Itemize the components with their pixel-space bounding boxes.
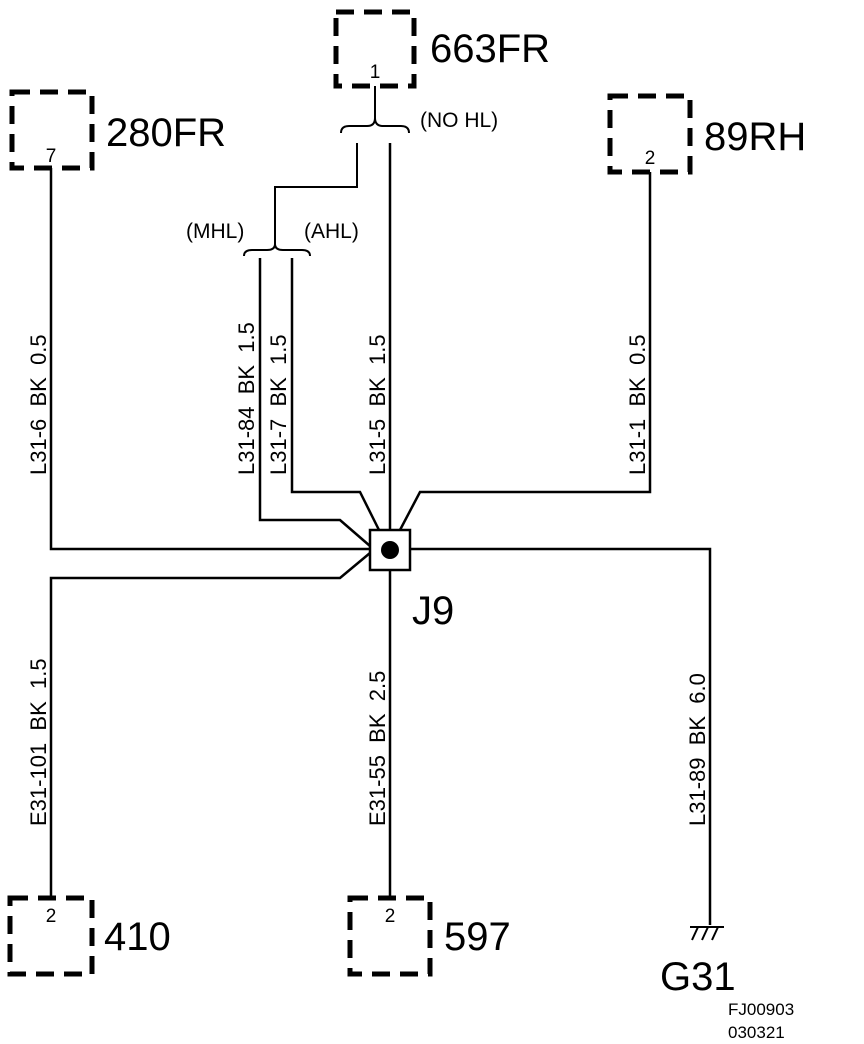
component-663fr[interactable]: 1 663FR — [333, 9, 550, 89]
ground-g31[interactable]: G31 — [660, 926, 736, 999]
component-280fr-label: 280FR — [106, 111, 226, 155]
brace-no-hl — [340, 117, 410, 134]
component-280fr-pin: 7 — [46, 146, 57, 167]
wire-label-l31-89: L31-89 BK 6.0 — [685, 673, 710, 826]
option-mhl-label: (MHL) — [186, 220, 244, 243]
component-597-label: 597 — [444, 915, 511, 959]
component-410[interactable]: 2 410 — [7, 895, 171, 977]
option-ahl-label: (AHL) — [304, 220, 359, 243]
component-663fr-label: 663FR — [430, 27, 550, 71]
component-410-label: 410 — [104, 915, 171, 959]
wire-label-l31-7: L31-7 BK 1.5 — [266, 334, 291, 475]
wire-mhl-ahl-feed — [274, 143, 358, 244]
junction-j9-label: J9 — [412, 589, 454, 633]
ground-symbol-tick-2 — [701, 926, 709, 941]
component-89rh-pin: 2 — [645, 148, 656, 169]
component-280fr[interactable]: 7 280FR — [9, 89, 226, 171]
wire-e31-101 — [49, 552, 371, 898]
option-no-hl-label: (NO HL) — [420, 109, 498, 132]
component-410-pin: 2 — [46, 906, 57, 927]
junction-j9-dot — [381, 541, 399, 559]
component-597[interactable]: 2 597 — [347, 895, 511, 977]
wire-l31-1 — [398, 172, 652, 531]
component-663fr-box — [333, 9, 417, 89]
wire-label-l31-1: L31-1 BK 0.5 — [625, 334, 650, 475]
wire-l31-7 — [290, 258, 382, 533]
component-663fr-pin: 1 — [370, 62, 381, 83]
wire-label-l31-6: L31-6 BK 0.5 — [26, 334, 51, 475]
wire-label-e31-55: E31-55 BK 2.5 — [365, 671, 390, 826]
wire-l31-89 — [410, 547, 712, 925]
ground-g31-label: G31 — [660, 955, 736, 999]
junction-j9[interactable]: J9 — [368, 528, 454, 633]
wire-label-e31-101: E31-101 BK 1.5 — [26, 658, 51, 826]
wire-l31-6 — [49, 168, 370, 551]
figure-code: FJ00903 — [728, 1000, 794, 1019]
brace-mhl-ahl — [243, 243, 311, 257]
component-89rh[interactable]: 2 89RH — [607, 93, 806, 175]
ground-symbol-tick-1 — [691, 926, 699, 941]
component-597-pin: 2 — [385, 906, 396, 927]
wire-l31-84 — [258, 258, 371, 547]
component-89rh-label: 89RH — [704, 115, 806, 159]
wire-label-l31-84: L31-84 BK 1.5 — [234, 322, 259, 475]
ground-symbol-tick-3 — [711, 926, 719, 941]
wire-label-l31-5: L31-5 BK 1.5 — [365, 334, 390, 475]
figure-date-code: 030321 — [728, 1023, 785, 1042]
